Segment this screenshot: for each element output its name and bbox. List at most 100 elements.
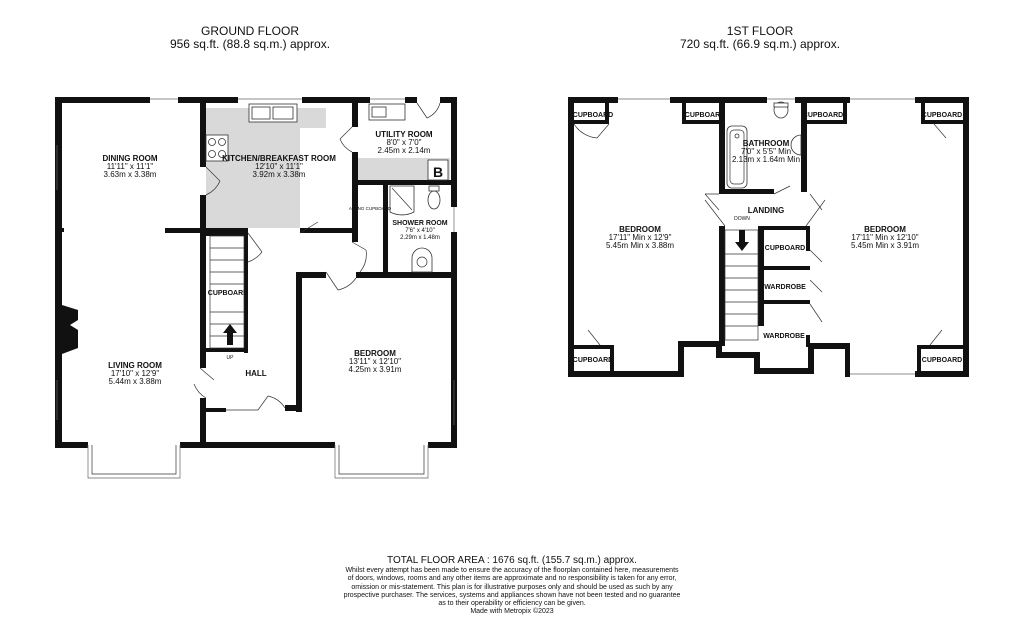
kitchen-dim-imperial: 12'10" x 11'1" (255, 162, 303, 171)
ground-door-swings (193, 102, 441, 411)
first-floor-door-swings (574, 123, 947, 345)
ff-bedroom-right-dim-imperial: 17'11" Min x 12'10" (851, 233, 918, 242)
gf-wall-south-bed-a (300, 442, 335, 448)
stair-down-arrow-icon (735, 230, 749, 251)
bath (726, 125, 748, 189)
bathroom-west-wall (719, 97, 725, 194)
living-room-dim-metric: 5.44m x 3.88m (109, 377, 162, 386)
hall-cupboard-label: CUPBOARD (208, 290, 248, 297)
dining-room-dim-metric: 3.63m x 3.38m (104, 170, 157, 179)
wardrobe-label-2: WARDROBE (763, 333, 805, 340)
first-floor-heading: 1ST FLOOR 720 sq.ft. (66.9 sq.m.) approx… (660, 25, 860, 51)
utility-dim-metric: 2.45m x 2.14m (378, 146, 431, 155)
utility-worktop (358, 158, 450, 180)
cupboard-label-landing: CUPBOARD (765, 245, 805, 252)
shower-room-dim-metric: 2.29m x 1.48m (400, 235, 440, 241)
ff-bedroom-right-dim-metric: 5.45m Min x 3.91m (851, 241, 919, 250)
wall-kitchen-utility (352, 97, 358, 127)
disclaimer: Whilst every attempt has been made to en… (250, 567, 774, 617)
wall-dining-kitchen (200, 97, 206, 167)
gf-wall-east-shower (451, 232, 457, 272)
shower-toilet (427, 190, 441, 210)
hall-front-wall (285, 405, 302, 411)
gf-wall-south-living-b (180, 442, 300, 448)
total-floor-area: TOTAL FLOOR AREA : 1676 sq.ft. (155.7 sq… (387, 555, 637, 566)
living-bay-window (87, 445, 181, 479)
utility-dim-imperial: 8'0" x 7'0" (387, 138, 422, 147)
gf-bedroom-name: BEDROOM (354, 349, 396, 358)
gf-wall-north-kitchen-a (178, 97, 238, 103)
bathroom-name: BATHROOM (743, 139, 790, 148)
ff-wall-south-d (915, 371, 969, 377)
cupboard-label-nw: CUPBOARD (573, 112, 613, 119)
shower-basin (411, 247, 433, 273)
bedroom-bay-window (334, 445, 429, 479)
first-floor-area: 720 sq.ft. (66.9 sq.m.) approx. (679, 37, 841, 51)
shower-room-name: SHOWER ROOM (392, 220, 447, 227)
ground-floor-plan: B DINING ROOM 11'11" x 11'1" 3.63m x 3.3… (55, 97, 457, 479)
ff-bedroom-left-dim-metric: 5.45m Min x 3.88m (606, 241, 674, 250)
shower-tray (389, 185, 415, 216)
ff-wall-north-d (915, 97, 969, 103)
cupboard-label-se: CUPBOARD (922, 357, 962, 364)
living-room-name: LIVING ROOM (108, 361, 162, 370)
dining-room-name: DINING ROOM (102, 154, 157, 163)
ff-wall-north-a (568, 97, 618, 103)
bathroom-basin (790, 134, 802, 156)
wall-living-hall (200, 233, 206, 368)
cupboard-label-sw: CUPBOARD (573, 357, 613, 364)
landing-name: LANDING (748, 206, 784, 215)
disclaimer-line: of doors, windows, rooms and any other i… (347, 575, 677, 583)
gf-wall-north-utility-b (440, 97, 457, 103)
ground-floor-area: 956 sq.ft. (88.8 sq.m.) approx. (169, 37, 331, 51)
living-room-dim-imperial: 17'10" x 12'9" (111, 369, 159, 378)
ff-stair-west-wall (719, 226, 725, 346)
ff-core-south-wall (618, 341, 850, 377)
wall-shower-west (383, 185, 388, 272)
kitchen-worktop (206, 108, 326, 228)
cupboard-label-n2: CUPBOARD (803, 112, 843, 119)
wall-stair-east (244, 233, 248, 353)
wall-utility-shower (352, 180, 457, 185)
bathroom-dim-imperial: 7'0" x 5'5" Min (741, 147, 791, 156)
shower-room-dim-imperial: 7'6" x 4'10" (405, 228, 435, 234)
ff-bedroom-left-name: BEDROOM (619, 225, 661, 234)
ff-wall-west (568, 97, 574, 377)
gf-wall-south-bed-b (428, 442, 457, 448)
stair-up-arrow-icon (223, 324, 237, 345)
boiler (427, 159, 449, 181)
cupboard-label-n1: CUPBOARD (685, 112, 725, 119)
ff-wall-east (963, 97, 969, 377)
wardrobe-label-1: WARDROBE (764, 284, 806, 291)
bathroom-east-wall (801, 97, 807, 192)
metropix-credit: Made with Metropix ©2023 (470, 608, 554, 616)
kitchen-dim-metric: 3.92m x 3.38m (253, 170, 306, 179)
gf-wall-north-utility (405, 97, 417, 103)
gf-wall-south-living-a (55, 442, 88, 448)
gf-bedroom-dim-imperial: 13'11" x 12'10" (349, 357, 401, 366)
disclaimer-line: as to their operability or efficiency ca… (438, 600, 586, 608)
cupboard-label-ne: CUPBOARD (922, 112, 962, 119)
gf-wall-east-bedroom (451, 272, 457, 447)
bathroom-south-wall (719, 189, 774, 194)
ff-bedroom-right-name: BEDROOM (864, 225, 906, 234)
fireplace (62, 305, 78, 354)
utility-name: UTILITY ROOM (375, 130, 433, 139)
wall-hall-bedroom (296, 272, 326, 278)
wall-bedroom-west (296, 272, 302, 412)
hall-name: HALL (245, 369, 266, 378)
kitchen-name: KITCHEN/BREAKFAST ROOM (222, 154, 336, 163)
gf-wall-north-kitchen-b (302, 97, 370, 103)
first-floor-plan: BEDROOM 17'11" Min x 12'9" 5.45m Min x 3… (568, 97, 969, 377)
ff-stair-east-wall (758, 226, 764, 326)
dining-room-dim-imperial: 11'11" x 11'1" (107, 162, 154, 171)
first-floor-title: 1ST FLOOR (726, 24, 794, 38)
disclaimer-line: Whilst every attempt has been made to en… (345, 567, 679, 574)
wall-dining-living (165, 228, 206, 233)
stair-down-label: DOWN (734, 216, 750, 222)
ground-floor-title: GROUND FLOOR (200, 24, 299, 38)
gf-wall-east-upper (451, 97, 457, 207)
gf-wall-west (55, 97, 62, 448)
bathroom-dim-metric: 2.13m x 1.64m Min (732, 155, 800, 164)
